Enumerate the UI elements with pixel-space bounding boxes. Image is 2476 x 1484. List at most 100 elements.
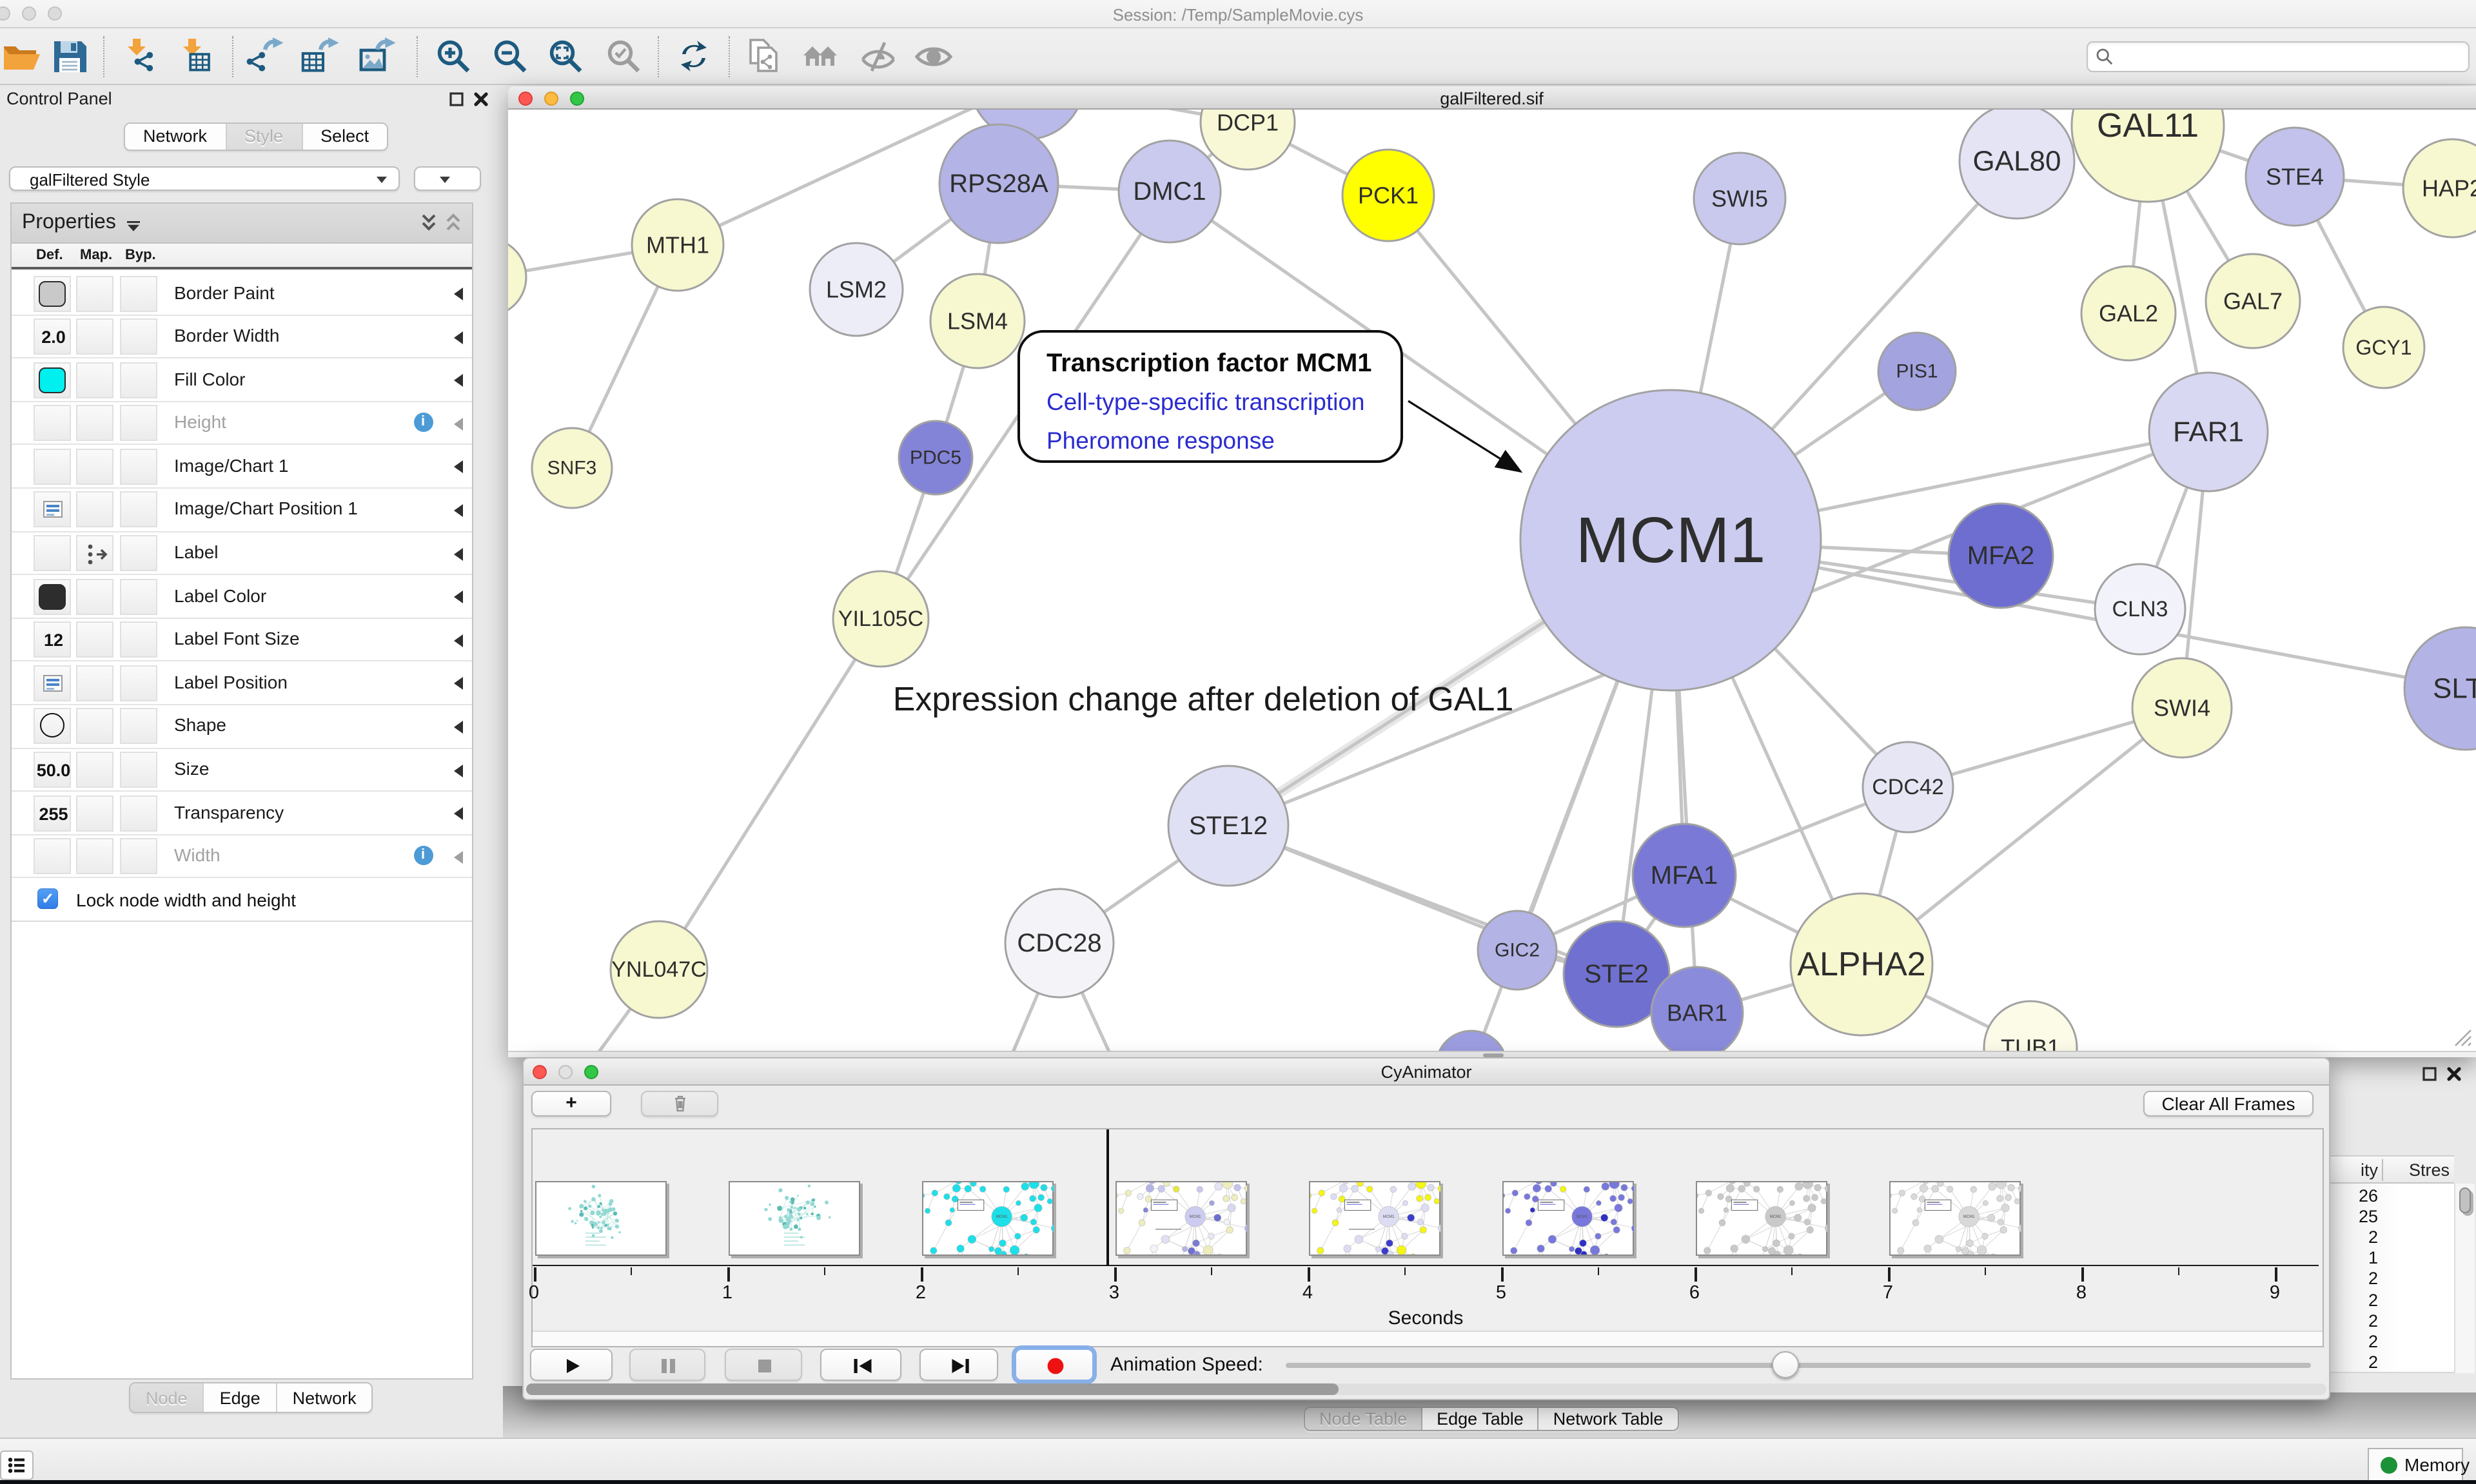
network-node-mcm1[interactable]: MCM1: [1518, 389, 1822, 692]
node-table-cell[interactable]: 2: [2368, 1331, 2378, 1351]
zoom-in-icon[interactable]: [435, 37, 473, 76]
node-table-cell[interactable]: 2: [2368, 1352, 2378, 1372]
bypass-cell[interactable]: [120, 318, 157, 355]
pause-button[interactable]: [629, 1349, 705, 1381]
task-history-button[interactable]: [0, 1450, 34, 1479]
network-node-botcut[interactable]: [1435, 1030, 1506, 1050]
default-cell[interactable]: [34, 578, 71, 615]
info-icon[interactable]: i: [413, 412, 433, 432]
node-table-scrollbar[interactable]: [2454, 1184, 2475, 1373]
zoom-selected-icon[interactable]: [605, 37, 644, 76]
bypass-cell[interactable]: [120, 665, 157, 701]
mapping-cell[interactable]: [76, 708, 113, 745]
mapping-cell[interactable]: [76, 448, 113, 485]
style-selector[interactable]: galFiltered Style: [9, 166, 399, 190]
import-table-icon[interactable]: [178, 37, 217, 76]
timeline-frame-0[interactable]: [535, 1181, 667, 1256]
mapping-icon[interactable]: [83, 542, 111, 574]
default-cell[interactable]: [34, 535, 71, 572]
network-hscrollbar[interactable]: [507, 1050, 2476, 1057]
search-input[interactable]: [2119, 43, 2461, 69]
hide-panel-icon[interactable]: [859, 37, 898, 76]
panel-tab-select[interactable]: Select: [302, 124, 388, 149]
property-row[interactable]: 255 Transparency: [12, 792, 471, 835]
default-cell[interactable]: 50.0: [34, 752, 71, 788]
network-node-cdc28[interactable]: CDC28: [1003, 888, 1114, 999]
network-node-pck1[interactable]: PCK1: [1341, 148, 1435, 242]
default-swatch[interactable]: [38, 583, 66, 610]
property-row[interactable]: Fill Color: [12, 358, 471, 402]
expand-row-icon[interactable]: [453, 460, 462, 474]
import-network-icon[interactable]: [123, 37, 161, 76]
network-node-far1[interactable]: FAR1: [2147, 371, 2268, 493]
expand-row-icon[interactable]: [453, 850, 462, 864]
slider-knob[interactable]: [1771, 1351, 1799, 1378]
expand-all-icon[interactable]: [444, 213, 461, 232]
style-scope-tab-node[interactable]: Node: [130, 1383, 204, 1412]
expand-row-icon[interactable]: [453, 417, 462, 431]
table-tab-node-table[interactable]: Node Table: [1305, 1408, 1423, 1429]
default-value[interactable]: 12: [43, 630, 64, 650]
property-row[interactable]: Height i: [12, 402, 471, 445]
expand-row-icon[interactable]: [453, 720, 462, 734]
network-node-cln3[interactable]: CLN3: [2093, 563, 2186, 656]
mapping-cell[interactable]: [76, 318, 113, 355]
network-node-gal80[interactable]: GAL80: [1958, 110, 2075, 220]
close-network-window-icon[interactable]: [518, 91, 533, 105]
mapping-cell[interactable]: [76, 362, 113, 398]
search-field[interactable]: [2087, 41, 2470, 72]
default-cell[interactable]: 255: [34, 795, 71, 832]
timeline-playhead[interactable]: [1106, 1129, 1108, 1266]
delete-frame-button[interactable]: [641, 1091, 718, 1116]
default-cell[interactable]: [34, 665, 71, 701]
panel-tab-network[interactable]: Network: [125, 124, 227, 149]
default-cell[interactable]: [34, 362, 71, 398]
default-value[interactable]: 50.0: [36, 761, 71, 781]
network-node-mth1[interactable]: MTH1: [630, 198, 724, 292]
minimize-cyanimator-icon[interactable]: [558, 1065, 573, 1079]
home-icon[interactable]: [801, 37, 840, 76]
bypass-cell[interactable]: [120, 621, 157, 658]
close-panel-icon[interactable]: [471, 90, 489, 108]
table-tab-network-table[interactable]: Network Table: [1538, 1408, 1678, 1429]
network-node-leftcut[interactable]: [507, 239, 527, 316]
mapping-cell[interactable]: [76, 275, 113, 311]
collapse-all-icon[interactable]: [420, 213, 437, 232]
animation-speed-slider[interactable]: [1286, 1349, 2311, 1381]
network-node-gal11[interactable]: GAL11: [2070, 110, 2225, 203]
zoom-out-icon[interactable]: [491, 37, 530, 76]
property-row[interactable]: Label Position: [12, 662, 471, 705]
mapping-cell[interactable]: [76, 491, 113, 528]
expand-row-icon[interactable]: [453, 634, 462, 647]
zoom-window-icon[interactable]: [47, 6, 62, 21]
default-cell[interactable]: [34, 275, 71, 311]
minimize-window-icon[interactable]: [21, 6, 36, 21]
style-scope-tab-edge[interactable]: Edge: [204, 1383, 277, 1412]
show-panel-icon[interactable]: [914, 37, 953, 76]
bypass-cell[interactable]: [120, 275, 157, 311]
network-node-gcy1[interactable]: GCY1: [2341, 306, 2425, 389]
property-row[interactable]: Label: [12, 532, 471, 576]
default-cell[interactable]: [34, 405, 71, 442]
node-table-cell[interactable]: 2: [2368, 1290, 2378, 1309]
network-node-ste4[interactable]: STE4: [2244, 126, 2344, 227]
resize-grip-icon[interactable]: [2453, 1028, 2472, 1047]
lock-size-checkbox[interactable]: ✓: [37, 888, 58, 910]
export-image-icon[interactable]: [357, 37, 396, 76]
float-panel-icon[interactable]: [447, 90, 465, 108]
expand-row-icon[interactable]: [453, 288, 462, 300]
stop-button[interactable]: [725, 1349, 802, 1381]
refresh-icon[interactable]: [674, 37, 713, 76]
default-value[interactable]: 255: [39, 804, 68, 824]
network-node-swi5[interactable]: SWI5: [1692, 151, 1786, 246]
shape-circle-icon[interactable]: [40, 713, 64, 738]
default-cell[interactable]: 12: [34, 621, 71, 658]
network-node-rps28a[interactable]: RPS28A: [938, 123, 1059, 244]
timeline-frame-6[interactable]: MCM1: [1695, 1181, 1827, 1256]
node-table-col-centrality[interactable]: ity: [2361, 1160, 2378, 1180]
node-table-cell[interactable]: 2: [2368, 1227, 2378, 1247]
add-frame-button[interactable]: +: [531, 1091, 611, 1116]
network-node-ste12[interactable]: STE12: [1166, 765, 1289, 887]
export-table-icon[interactable]: [300, 37, 339, 76]
timeline-frame-3[interactable]: MCM1: [1115, 1181, 1247, 1256]
